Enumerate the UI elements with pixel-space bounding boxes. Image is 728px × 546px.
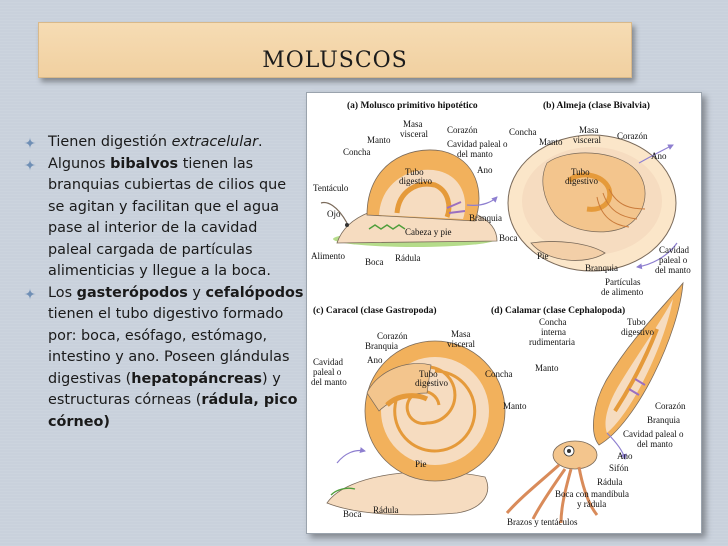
a-concha-label: Concha [343,147,371,157]
panel-c-title: (c) Caracol (clase Gastropoda) [313,305,437,316]
c-branquia-label: Branquia [365,341,398,351]
b-boca-label: Boca [499,233,518,243]
bullet-list: Tienen digestión extracelular.Algunos bi… [22,132,304,433]
panel-c-drawing [326,340,506,516]
a-tubo-label-2: digestivo [399,176,432,186]
panel-b-drawing [507,134,678,272]
d-corazon-label: Corazón [655,401,686,411]
panel-b-title: (b) Almeja (clase Bivalvia) [543,100,650,111]
c-boca-label: Boca [343,509,362,519]
a-branquia-label: Branquia [469,213,502,223]
a-visceral-label: visceral [400,129,428,139]
panel-a-drawing [320,149,498,247]
d-cavidad-label-2: del manto [637,439,673,449]
a-radula-label: Rádula [395,253,421,263]
bullet-text: hepatopáncreas [131,370,262,387]
d-brazos-label: Brazos y tentáculos [507,517,578,527]
a-cavidad-label-1: Cavidad paleal o [447,139,508,149]
bullet-text: tienen el tubo digestivo formado por: bo… [48,306,290,387]
c-radula-label: Rádula [373,505,399,515]
panel-d-drawing [505,281,684,524]
b-concha-label: Concha [509,127,537,137]
a-tentaculo-label: Tentáculo [313,183,349,193]
d-sifon-label: Sifón [609,463,629,473]
a-masa-label: Masa [403,119,423,129]
bullet-icon [24,137,36,149]
a-cavidad-label-2: del manto [457,149,493,159]
d-manto-label: Manto [535,363,559,373]
a-alimento-label: Alimento [311,251,345,261]
b-tubo-label-1: Tubo [571,167,590,177]
d-tubo-label-1: Tubo [627,317,646,327]
b-ano-label: Ano [651,151,667,161]
bullet-text: Tienen digestión [48,134,172,150]
b-corazon-label: Corazón [617,131,648,141]
bullet-text: extracelular [171,134,259,150]
b-masa-label: Masa [579,125,599,135]
bullet-item: Tienen digestión extracelular. [22,132,304,154]
d-branquia-label: Branquia [647,415,680,425]
d-tubo-label-2: digestivo [621,327,654,337]
d-ano-label: Ano [617,451,633,461]
c-corazon-label: Corazón [377,331,408,341]
b-cavidad-label-3: del manto [655,265,691,275]
b-branquia-label: Branquia [585,263,618,273]
anatomy-diagram: (a) Molusco primitivo hipotético Masa vi… [311,100,691,527]
d-radula-label: Rádula [597,477,623,487]
c-cavidad-label-2: paleal o [313,367,342,377]
c-concha-label: Concha [485,369,513,379]
bullet-text: ) y estructuras córneas ( [48,370,281,409]
a-ano-label: Ano [477,165,493,175]
b-manto-label: Manto [539,137,563,147]
c-pie-label: Pie [415,459,427,469]
bullet-icon [24,158,36,171]
bullet-text: rádula, pico córneo) [48,392,298,430]
d-concha-label-2: interna [541,327,566,337]
a-corazon-label: Corazón [447,125,478,135]
a-ojo-label: Ojo [327,209,341,219]
d-boca-label-2: y rádula [577,499,606,509]
d-cavidad-label-1: Cavidad paleal o [623,429,684,439]
bullet-text: cefalópodos [205,284,304,301]
b-cavidad-label-1: Cavidad [659,245,689,255]
c-manto-label: Manto [503,401,527,411]
b-cavidad-label-2: paleal o [659,255,688,265]
b-pie-label: Pie [537,251,549,261]
c-ano-label: Ano [367,355,383,365]
a-manto-label: Manto [367,135,391,145]
d-boca-label-1: Boca con mandíbula [555,489,629,499]
bullet-item: Los gasterópodos y cefalópodos tienen el… [22,283,304,434]
bullet-text: y [187,284,206,301]
c-masa-label: Masa [451,329,471,339]
b-particulas-label-1: Partículas [605,277,641,287]
d-concha-label-1: Concha [539,317,567,327]
a-cabeza-label: Cabeza y pie [405,227,451,237]
bullet-item: Algunos bibalvos tienen las branquias cu… [22,154,304,283]
bullet-text: gasterópodos [76,284,188,301]
slide-title: MOLUSCOS [262,47,408,73]
c-tubo-label-1: Tubo [419,369,438,379]
bullet-text: Algunos [48,155,111,172]
bullet-text: . [258,134,263,150]
d-concha-label-3: rudimentaria [529,337,575,347]
panel-d-title: (d) Calamar (clase Cephalopoda) [491,305,625,316]
b-visceral-label: visceral [573,135,601,145]
bullet-icon [24,287,36,300]
title-bar: MOLUSCOS [38,22,632,78]
b-tubo-label-2: digestivo [565,176,598,186]
bullet-text: bibalvos [110,155,179,172]
c-cavidad-label-1: Cavidad [313,357,343,367]
b-particulas-label-2: de alimento [601,287,644,297]
a-boca-label: Boca [365,257,384,267]
bullet-text: Los [48,284,77,301]
a-tubo-label-1: Tubo [405,167,424,177]
c-tubo-label-2: digestivo [415,378,448,388]
bullet-text: tienen las branquias cubiertas de cilios… [48,155,287,280]
panel-a-title: (a) Molusco primitivo hipotético [347,100,478,111]
c-cavidad-label-3: del manto [311,377,347,387]
mollusk-anatomy-figure: (a) Molusco primitivo hipotético Masa vi… [306,92,702,534]
c-visceral-label: visceral [447,339,475,349]
